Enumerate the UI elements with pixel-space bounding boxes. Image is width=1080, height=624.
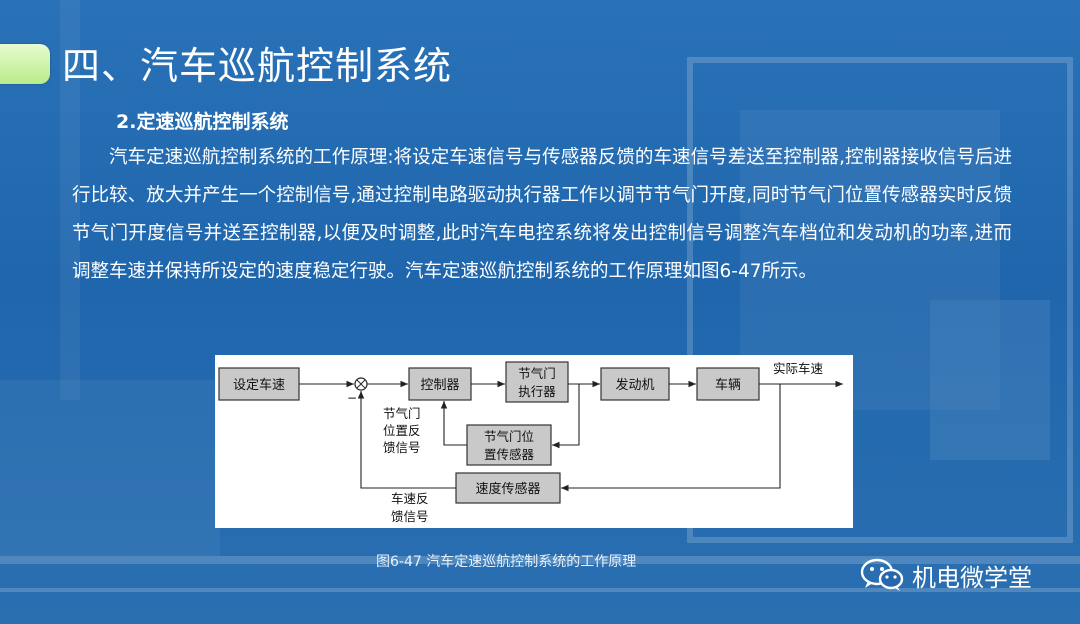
title-badge: [0, 44, 50, 84]
controller-block: [408, 367, 472, 401]
speed-sensor-block: [455, 472, 561, 504]
signal-lines: [299, 380, 843, 492]
tps-label-2: 置传感器: [484, 447, 535, 462]
wechat-icon: [860, 558, 904, 591]
actual-speed-label: 实际车速: [773, 361, 824, 376]
set-speed-label: 设定车速: [233, 377, 285, 393]
speed-sensor-label: 速度传感器: [475, 481, 540, 497]
speed-feedback-label-2: 馈信号: [391, 509, 429, 524]
vehicle-label: 车辆: [715, 377, 741, 393]
vehicle-block: [696, 367, 760, 401]
brand-watermark: 机电微学堂: [860, 558, 1032, 592]
engine-label: 发动机: [615, 377, 654, 393]
throttle-actuator-block: [505, 361, 569, 403]
controller-label: 控制器: [420, 378, 459, 393]
speed-feedback-label-1: 车速反: [391, 491, 429, 506]
section-subheading: 2.定速巡航控制系统: [116, 111, 289, 133]
throttle-feedback-label-1: 节气门: [383, 406, 421, 421]
throttle-actuator-label-2: 执行器: [518, 384, 556, 399]
set-speed-block: [218, 367, 300, 401]
slide-title: 四、汽车巡航控制系统: [62, 44, 453, 88]
block-diagram-svg: 设定车速 − 控制器 节气门 执行器 发动机 车辆 实际车速 节气门位 置传感器…: [218, 361, 843, 524]
engine-block: [600, 367, 670, 401]
block-diagram: 设定车速 − 控制器 节气门 执行器 发动机 车辆 实际车速 节气门位 置传感器…: [215, 355, 853, 528]
body-paragraph: 汽车定速巡航控制系统的工作原理:将设定车速信号与传感器反馈的车速信号差送至控制器…: [72, 147, 1012, 282]
tps-label-1: 节气门位: [484, 429, 534, 444]
throttle-feedback-label-2: 位置反: [383, 423, 421, 438]
throttle-actuator-label-1: 节气门: [518, 366, 556, 381]
throttle-feedback-label-3: 馈信号: [383, 440, 421, 455]
figure-caption: 图6-47 汽车定速巡航控制系统的工作原理: [376, 554, 637, 570]
minus-sign: −: [347, 391, 357, 405]
brand-label: 机电微学堂: [912, 563, 1032, 592]
body-text-block: 汽车定速巡航控制系统的工作原理:将设定车速信号与传感器反馈的车速信号差送至控制器…: [72, 139, 1012, 291]
